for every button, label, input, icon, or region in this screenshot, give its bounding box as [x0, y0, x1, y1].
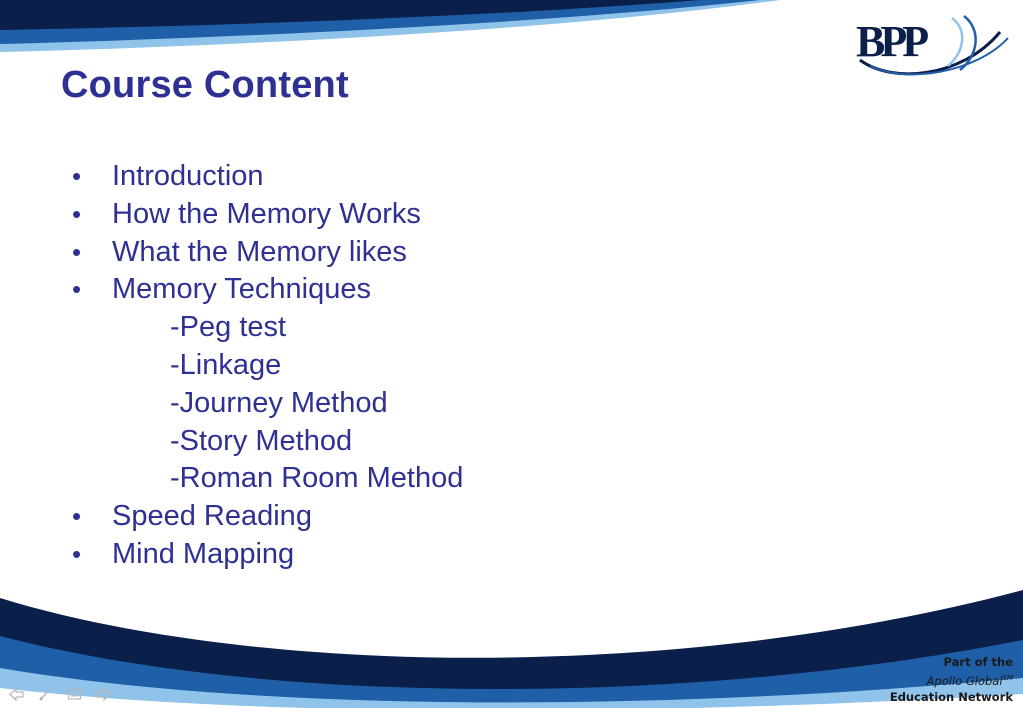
sub-item: -Peg test	[170, 311, 287, 344]
footer-apollo-global: Apollo Global	[926, 673, 1003, 688]
bullet-item: How the Memory Works	[72, 196, 463, 234]
bullet-item: Mind Mapping	[72, 536, 463, 574]
bpp-logo: BPP	[856, 15, 1009, 76]
sub-item: -Story Method	[170, 424, 353, 457]
bullet-item: Memory Techniques	[72, 271, 463, 309]
menu-icon[interactable]	[66, 686, 83, 703]
bullet-item: Speed Reading	[72, 498, 463, 536]
forward-arrow-icon[interactable]	[95, 686, 112, 703]
bpp-logo-text: BPP	[856, 17, 928, 66]
footer-service-mark: SM	[1002, 674, 1013, 682]
bullet-item: Introduction	[72, 158, 463, 196]
sub-item: -Roman Room Method	[170, 462, 464, 495]
pen-icon[interactable]	[37, 686, 54, 703]
footer-branding: Part of the Apollo GlobalSM Education Ne…	[890, 654, 1013, 705]
bullet-item: What the Memory likes	[72, 234, 463, 272]
sub-item: -Journey Method	[170, 386, 388, 419]
page-title: Course Content	[61, 64, 349, 106]
footer-line-2: Apollo GlobalSM	[890, 670, 1013, 689]
footer-line-1: Part of the	[943, 655, 1013, 669]
sub-item: -Linkage	[170, 348, 282, 381]
course-content-list: IntroductionHow the Memory WorksWhat the…	[72, 158, 463, 574]
footer-line-3: Education Network	[889, 689, 1013, 704]
back-arrow-icon[interactable]	[8, 686, 25, 703]
slide-nav-controls	[8, 686, 112, 703]
